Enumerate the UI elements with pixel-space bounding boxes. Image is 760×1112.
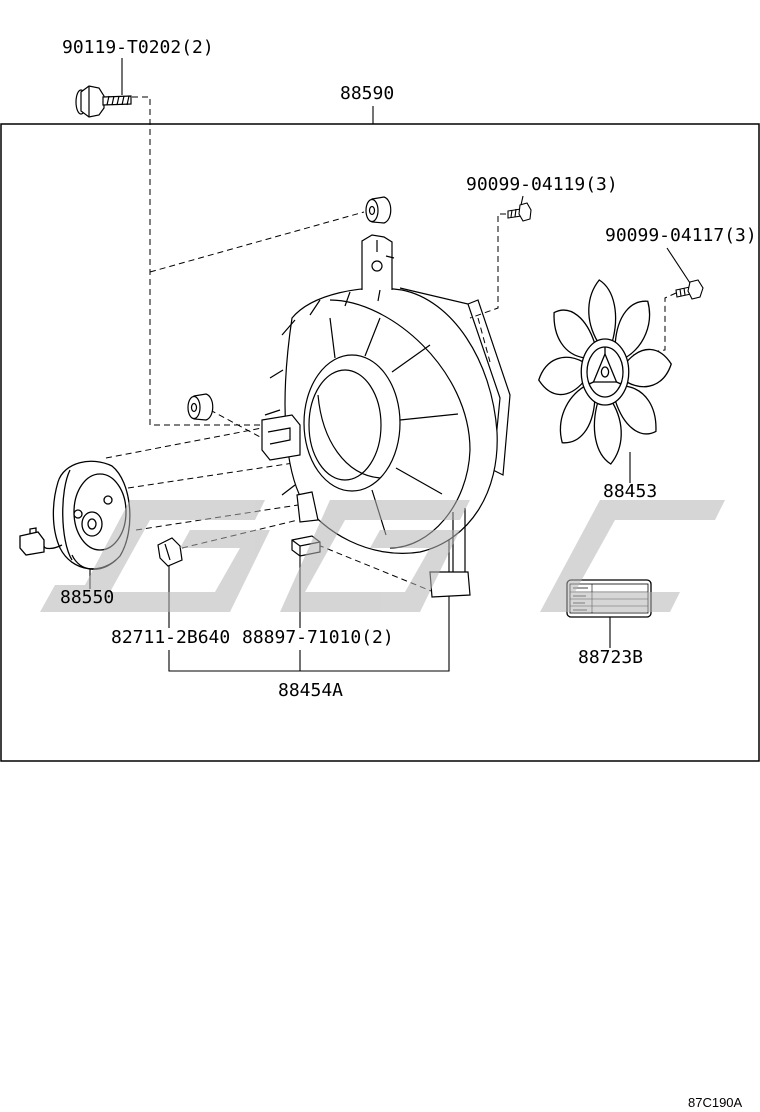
watermark-logo xyxy=(40,500,725,612)
leader-screw-upper xyxy=(520,195,524,206)
grommet-clip-icon xyxy=(157,537,183,567)
diagram-frame xyxy=(0,123,760,762)
diagram-code: 87C190A xyxy=(688,1095,743,1110)
callout-clip: 88897-71010(2) xyxy=(242,627,394,648)
fan-motor-drawing xyxy=(19,460,131,570)
flange-bolt-icon xyxy=(75,85,132,118)
screw-right-icon xyxy=(675,279,704,300)
cooling-fan-drawing xyxy=(539,280,671,464)
callout-grommet: 82711-2B640 xyxy=(111,627,231,648)
callout-shroud-sub-assembly: 88454A xyxy=(278,680,344,701)
fan-shroud-drawing xyxy=(261,234,511,598)
leader-screw-right xyxy=(666,247,691,284)
screw-upper-icon xyxy=(507,202,532,222)
callout-flange-bolt: 90119-T0202(2) xyxy=(62,37,214,58)
grommet-lower-icon xyxy=(187,393,214,421)
callout-screw-right: 90099-04117(3) xyxy=(605,225,757,246)
grommet-upper-icon xyxy=(365,196,392,224)
callout-fan-shroud: 88590 xyxy=(340,83,395,104)
callout-label-plate: 88723B xyxy=(578,647,644,668)
callout-fan-motor: 88550 xyxy=(60,587,115,608)
callout-screw-upper: 90099-04119(3) xyxy=(466,174,618,195)
callout-fan: 88453 xyxy=(603,481,658,502)
